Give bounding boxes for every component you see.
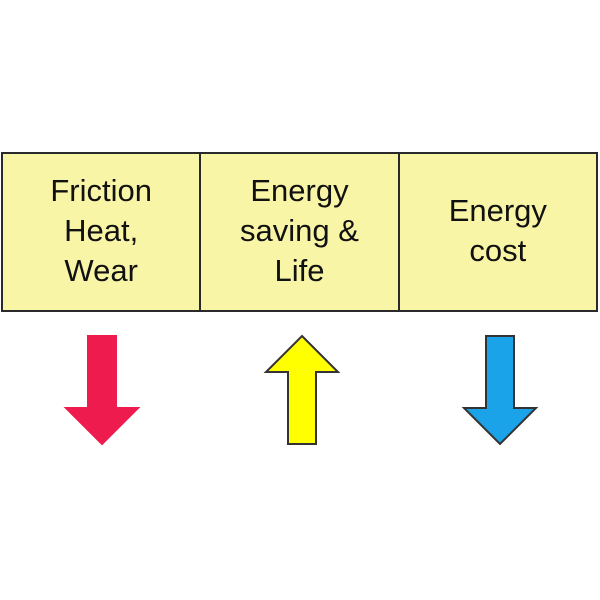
arrow-up-shape: [263, 334, 341, 445]
decrease-arrow-down-icon: [62, 334, 142, 446]
arrow-down-shape: [461, 335, 539, 446]
box-energy-saving-life: Energy saving & Life: [199, 154, 397, 310]
box-energy-cost: Energy cost: [397, 154, 596, 310]
effects-table: Friction Heat, Wear Energy saving & Life…: [1, 152, 598, 312]
increase-arrow-up-icon: [262, 334, 342, 446]
arrow-down-shape: [63, 335, 141, 446]
box-friction-heat-wear: Friction Heat, Wear: [50, 173, 152, 288]
decrease-arrow-down-icon: [460, 334, 540, 446]
